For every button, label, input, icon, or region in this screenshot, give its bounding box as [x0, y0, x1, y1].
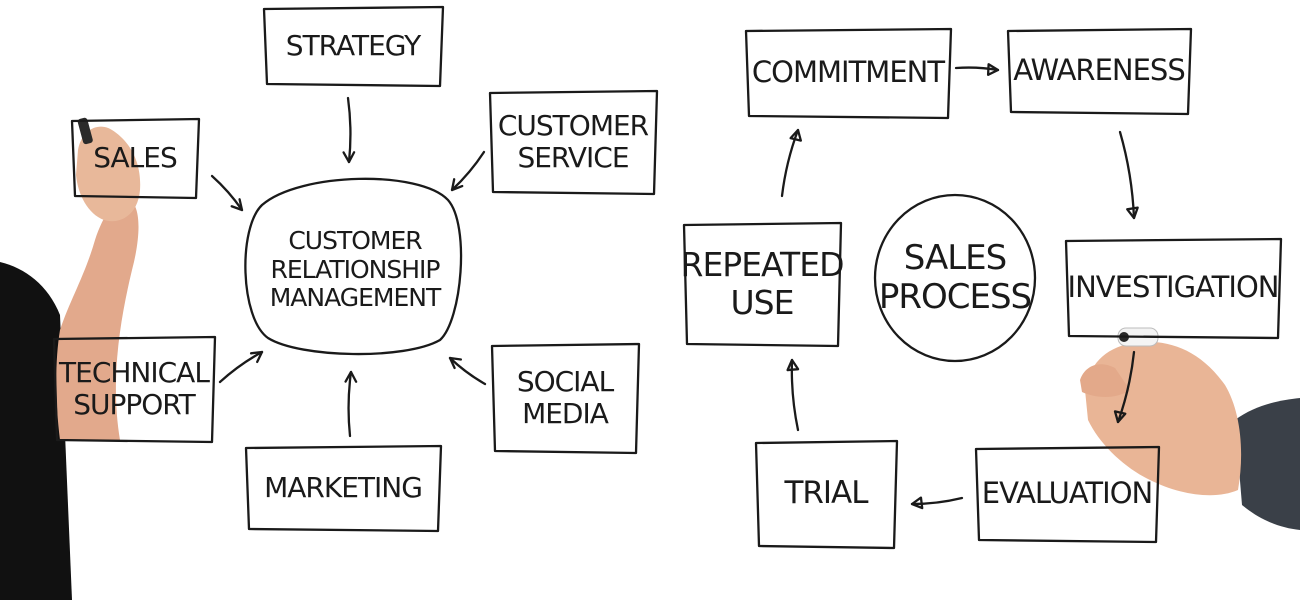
node-commitment-box: [744, 27, 953, 120]
node-customer-service-box: [488, 89, 659, 196]
arrow-investigation-evaluation: [1116, 350, 1136, 424]
node-investigation-box: [1064, 237, 1283, 340]
arrow-tech-crm: [218, 350, 264, 384]
right-hand: [1085, 341, 1242, 496]
arrow-repeated-commitment-head: [789, 128, 803, 142]
arrow-evaluation-trial-head: [910, 496, 924, 510]
node-technical-support-box: [52, 335, 217, 444]
right-sleeve: [1235, 398, 1300, 530]
arrow-awareness-investigation-head: [1126, 206, 1139, 220]
left-arm: [56, 199, 139, 440]
node-marketing-box: [244, 444, 443, 533]
arrow-commitment-awareness: [954, 66, 1000, 72]
right-fingers: [1080, 364, 1130, 397]
arrow-social-crm: [448, 356, 487, 386]
arrow-sales-crm: [210, 174, 244, 212]
hands-photo: [0, 117, 1300, 600]
left-marker: [77, 117, 93, 145]
arrow-service-crm-head: [450, 178, 464, 192]
node-evaluation-box: [974, 445, 1161, 544]
arrow-strategy-crm: [346, 96, 352, 164]
arrow-strategy-crm-head: [342, 151, 356, 164]
arrow-trial-repeated-head: [786, 358, 800, 372]
arrow-repeated-commitment: [780, 128, 800, 198]
node-repeated-use-box: [682, 221, 843, 348]
node-trial-box: [754, 439, 899, 550]
arrow-marketing-crm-head: [344, 370, 358, 383]
arrow-marketing-crm: [347, 370, 353, 438]
crm-center-shape: [244, 177, 463, 356]
arrow-trial-repeated: [790, 358, 800, 432]
arrow-social-crm-head: [448, 356, 463, 370]
arrow-commitment-awareness-head: [986, 63, 1000, 76]
arrow-evaluation-trial: [910, 496, 964, 506]
node-sales-box: [70, 117, 201, 200]
sales-process-circle: [873, 193, 1037, 363]
node-strategy-box: [262, 5, 445, 88]
arrow-investigation-evaluation-head: [1113, 410, 1127, 424]
arrow-sales-crm-head: [230, 198, 244, 212]
node-social-media-box: [490, 342, 641, 455]
node-awareness-box: [1006, 27, 1193, 116]
arrow-tech-crm-head: [249, 350, 264, 364]
arrow-awareness-investigation: [1118, 130, 1136, 220]
arrow-service-crm: [450, 150, 486, 192]
